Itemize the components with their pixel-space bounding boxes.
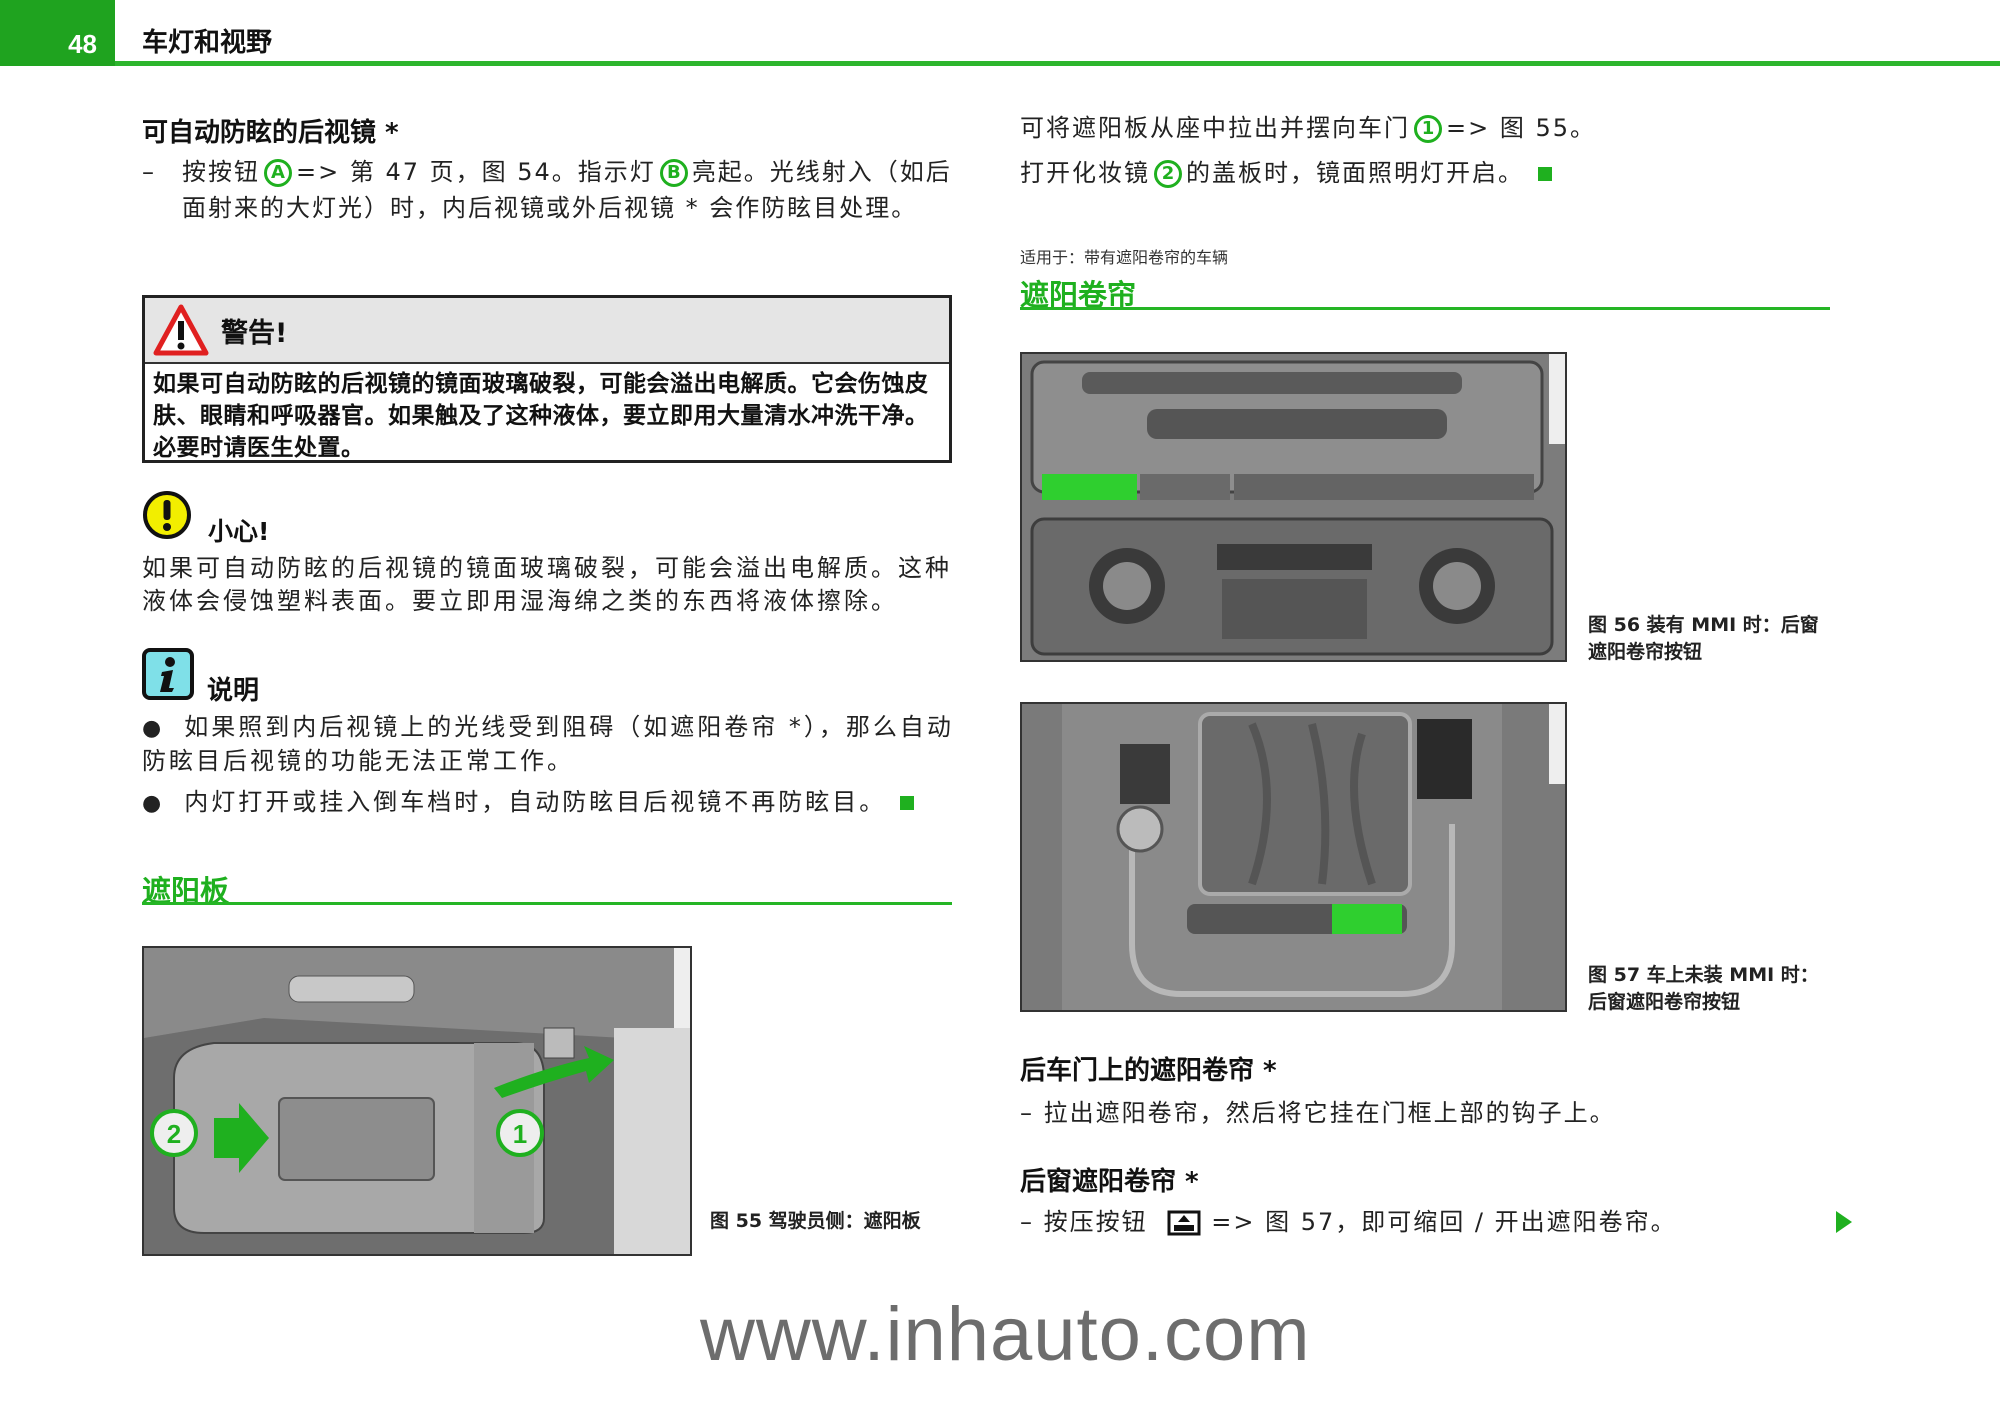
figure-56-image <box>1020 352 1567 662</box>
warning-title: 警告! <box>221 317 288 349</box>
watermark: www.inhauto.com <box>700 1292 1311 1377</box>
end-of-section-icon <box>900 796 915 810</box>
blind-heading-rule <box>1020 307 1830 310</box>
warning-text: 如果可自动防眩的后视镜的镜面玻璃破裂，可能会溢出电解质。它会伤蚀皮肤、眼睛和呼吸… <box>153 371 929 461</box>
next-page-arrow-icon[interactable] <box>1834 1209 1854 1235</box>
header-rule <box>115 61 2000 66</box>
page-number: 48 <box>0 0 115 66</box>
caution-exclamation-icon <box>143 491 191 539</box>
bullet: ● <box>142 716 165 741</box>
figure-56-caption: 图 56 装有 MMI 时：后窗遮阳卷帘按钮 <box>1588 614 1819 663</box>
sun-visor-illustration: 2 1 <box>144 948 690 1254</box>
marker-2: 2 <box>1154 160 1182 188</box>
rear-blind-button-icon <box>1167 1210 1201 1236</box>
marker-b: B <box>659 159 688 187</box>
callout-2: 2 <box>167 1119 181 1149</box>
applies-to-note: 适用于：带有遮阳卷帘的车辆 <box>1020 248 1229 267</box>
warning-triangle-icon <box>153 304 209 356</box>
mmi-climate-panel-illustration <box>1022 354 1565 660</box>
figure-55-image: 2 1 <box>142 946 692 1256</box>
figure-57-image <box>1020 702 1567 1012</box>
text: 可将遮阳板从座中拉出并摆向车门 <box>1020 114 1410 142</box>
chapter-title: 车灯和视野 <box>142 28 273 58</box>
marker-a: A <box>264 159 292 187</box>
blind-heading: 遮阳卷帘 <box>1020 278 1137 312</box>
mirror-heading: 可自动防眩的后视镜 * <box>142 118 399 148</box>
rear-blind-heading: 后窗遮阳卷帘 * <box>1020 1167 1199 1197</box>
door-blind-step: – 拉出遮阳卷帘，然后将它挂在门框上部的钩子上。 <box>1020 1099 1616 1127</box>
note-item-text: 如果照到内后视镜上的光线受到阻碍（如遮阳卷帘 *），那么自动防眩目后视镜的功能无… <box>142 713 954 775</box>
marker-1: 1 <box>1414 115 1442 143</box>
bullet: ● <box>142 791 165 816</box>
visor-heading-rule <box>142 902 952 905</box>
rear-blind-step: – 按压按钮 => 图 57，即可缩回 / 开出遮阳卷帘。 <box>1020 1204 1677 1240</box>
dash: – <box>142 158 156 186</box>
figure-57-caption: 图 57 车上未装 MMI 时：后窗遮阳卷帘按钮 <box>1588 964 1819 1013</box>
warning-header: 警告! <box>145 298 949 364</box>
figure-ref-link[interactable]: => 图 57，即可缩回 / 开出遮阳卷帘。 <box>1211 1208 1677 1236</box>
text: 的盖板时，镜面照明灯开启。 <box>1186 159 1524 187</box>
note-list: ●如果照到内后视镜上的光线受到阻碍（如遮阳卷帘 *），那么自动防眩目后视镜的功能… <box>142 711 957 820</box>
warning-box: 警告! 如果可自动防眩的后视镜的镜面玻璃破裂，可能会溢出电解质。它会伤蚀皮肤、眼… <box>142 295 952 463</box>
figure-ref-link[interactable]: => 图 55。 <box>1446 114 1597 142</box>
note-item-text: 内灯打开或挂入倒车档时，自动防眩目后视镜不再防眩目。 <box>184 788 887 816</box>
step-text[interactable]: => 第 47 页，图 54。指示灯 <box>296 158 656 186</box>
end-of-section-icon <box>1538 167 1552 181</box>
caution-text: 如果可自动防眩的后视镜的镜面玻璃破裂，可能会溢出电解质。这种液体会侵蚀塑料表面。… <box>142 554 952 615</box>
note-title: 说明 <box>207 676 260 706</box>
text: 打开化妆镜 <box>1020 159 1150 187</box>
text: – 按压按钮 <box>1020 1208 1148 1236</box>
callout-1: 1 <box>513 1119 527 1149</box>
note-item: ●如果照到内后视镜上的光线受到阻碍（如遮阳卷帘 *），那么自动防眩目后视镜的功能… <box>142 711 957 778</box>
step-text: 按按钮 <box>182 158 260 186</box>
figure-55-caption: 图 55 驾驶员侧：遮阳板 <box>710 1210 921 1232</box>
step-text: 亮起。光线射入（如后面射来的大灯光）时，内后视镜或外后视镜 * 会作防眩目处理。 <box>182 158 952 222</box>
caution-title: 小心! <box>208 517 270 546</box>
note-item: ● 内灯打开或挂入倒车档时，自动防眩目后视镜不再防眩目。 <box>142 786 957 820</box>
center-console-illustration <box>1022 704 1565 1010</box>
info-icon <box>142 648 194 700</box>
door-blind-heading: 后车门上的遮阳卷帘 * <box>1020 1056 1277 1086</box>
